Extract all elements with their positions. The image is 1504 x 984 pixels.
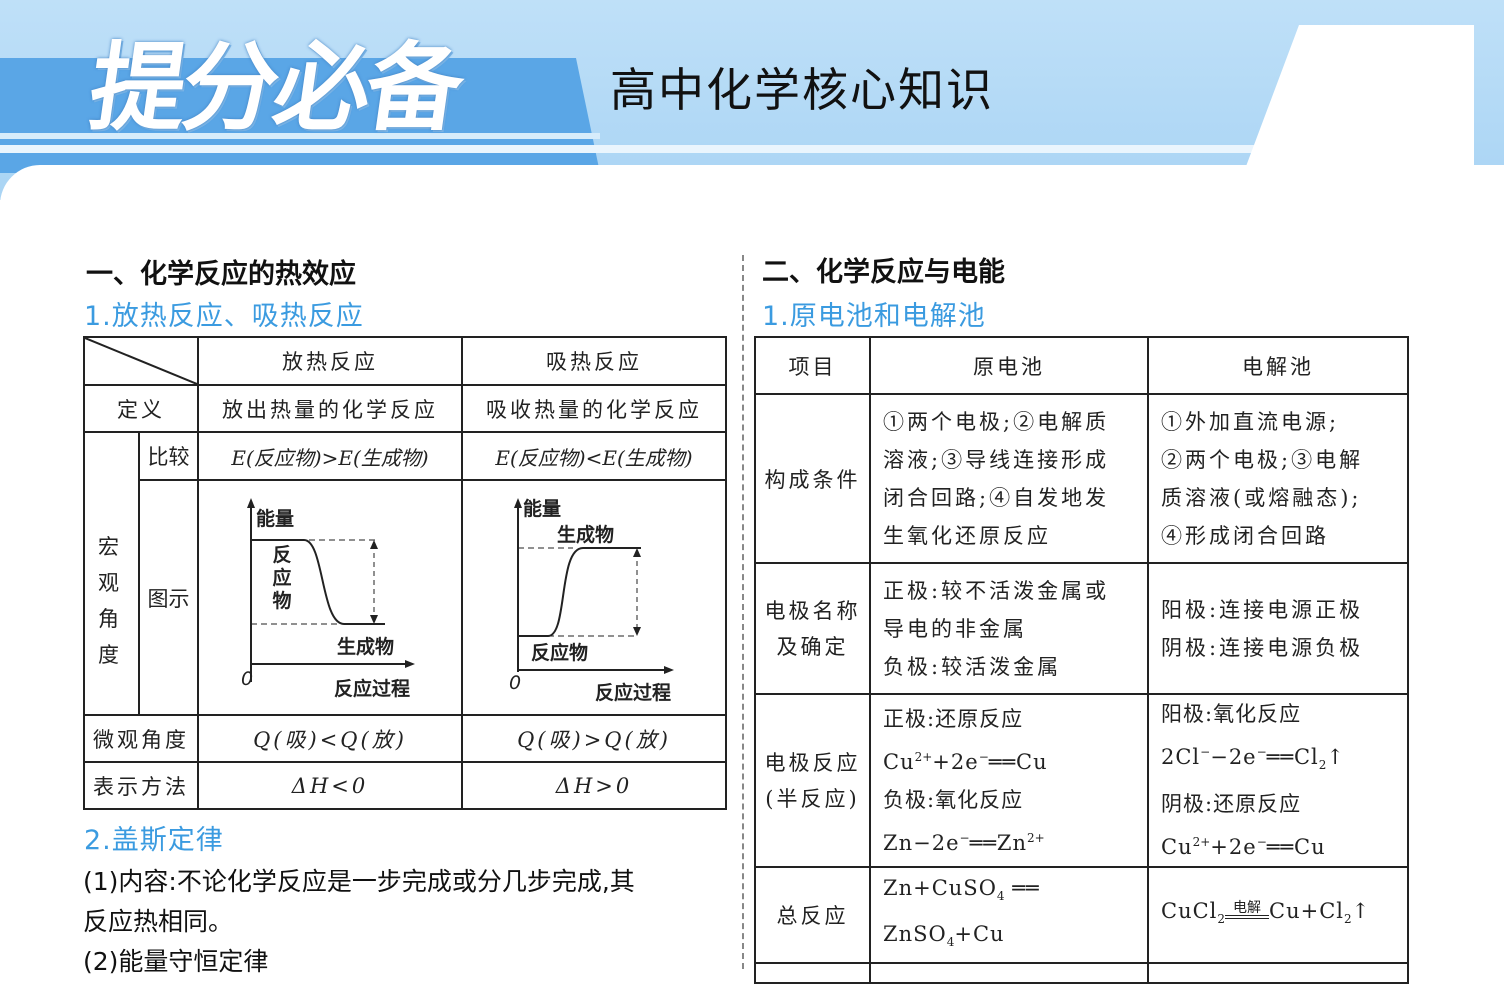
- exothermic-energy-diagram: 能量 反应物 生成物 0 反应过程: [199, 482, 461, 713]
- cell: ΔH>0: [461, 761, 727, 810]
- endothermic-curve: [514, 498, 674, 674]
- endothermic-graph-cell: 能量 生成物 反应物 0 反应过程: [461, 479, 727, 716]
- diagonal-header-cell: [83, 336, 199, 386]
- text-line: ④形成闭合回路: [1161, 523, 1329, 548]
- cell: Q(吸)<Q(放): [197, 714, 463, 763]
- text-line: 阴极:连接电源负极: [1161, 635, 1364, 660]
- origin-label: 0: [509, 672, 522, 694]
- cell: E(反应物)<E(生成物): [461, 431, 727, 481]
- subsection-heading: 2.盖斯定律: [84, 825, 224, 856]
- cell: 阳极:氧化反应 2Cl−−2e−══Cl2↑ 阴极:还原反应 Cu2++2e−═…: [1147, 693, 1409, 868]
- column-header: 电解池: [1147, 336, 1409, 395]
- text-line: 导电的非金属: [883, 616, 1027, 641]
- cell: [754, 962, 871, 984]
- cell: 吸收热量的化学反应: [461, 384, 727, 433]
- subsection-heading: 1.原电池和电解池: [762, 301, 986, 332]
- endothermic-energy-diagram: 能量 生成物 反应物 0 反应过程: [463, 482, 725, 713]
- text-line: 负极:较活泼金属: [883, 654, 1062, 679]
- cell: Zn+CuSO4 ══ ZnSO4+Cu: [869, 866, 1149, 964]
- origin-label: 0: [241, 668, 254, 690]
- text-line: 阳极:氧化反应: [1161, 702, 1302, 727]
- section-heading: 二、化学反应与电能: [762, 257, 1005, 288]
- product-label: 生成物: [557, 524, 615, 546]
- cell: 阳极:连接电源正极 阴极:连接电源负极: [1147, 562, 1409, 695]
- text-line: 正极:较不活泼金属或: [883, 578, 1110, 603]
- heat-effect-table: 放热反应 吸热反应 定义 放出热量的化学反应 吸收热量的化学反应 宏观角度 比较…: [83, 336, 727, 810]
- column-header: 放热反应: [197, 336, 463, 386]
- text-line: 闭合回路;④自发地发: [883, 485, 1110, 510]
- exothermic-curve: [247, 498, 415, 682]
- cell: 放出热量的化学反应: [197, 384, 463, 433]
- cell: Q(吸)>Q(放): [461, 714, 727, 763]
- paragraph: (1)内容:不论化学反应是一步完成或分几步完成,其: [83, 867, 635, 896]
- text-line: 生氧化还原反应: [883, 523, 1051, 548]
- header-banner: 提分必备 高中化学核心知识: [0, 0, 1504, 225]
- cell: [1147, 962, 1409, 984]
- column-divider: [742, 255, 744, 969]
- banner-stripe: [0, 133, 600, 139]
- exothermic-graph-cell: 能量 反应物 生成物 0 反应过程: [197, 479, 463, 716]
- y-axis-label: 能量: [523, 498, 562, 520]
- banner-corner: [1224, 25, 1474, 225]
- cell: 正极:还原反应 Cu2++2e−══Cu 负极:氧化反应 Zn−2e−══Zn2…: [869, 693, 1149, 868]
- row-label: 总反应: [754, 866, 871, 964]
- cell: ①两个电极;②电解质 溶液;③导线连接形成 闭合回路;④自发地发 生氧化还原反应: [869, 393, 1149, 564]
- column-header: 吸热反应: [461, 336, 727, 386]
- x-axis-label: 反应过程: [595, 682, 672, 704]
- cell: 正极:较不活泼金属或 导电的非金属 负极:较活泼金属: [869, 562, 1149, 695]
- row-label: 图示: [138, 479, 199, 716]
- column-header: 项目: [754, 336, 871, 395]
- subsection-heading: 1.放热反应、吸热反应: [84, 301, 364, 332]
- text-line: 负极:氧化反应: [883, 787, 1024, 812]
- electrolysis-condition: 电解: [1225, 901, 1270, 919]
- cell: [869, 962, 1149, 984]
- macro-label: 宏观角度: [98, 534, 125, 667]
- brand-title: 提分必备: [82, 32, 467, 144]
- x-axis-label: 反应过程: [334, 678, 411, 700]
- equation: Cu2++2e−══Cu: [1161, 834, 1326, 859]
- equation: Cu2++2e−══Cu: [883, 749, 1048, 774]
- section-heading: 一、化学反应的热效应: [86, 259, 356, 290]
- row-label: 宏观角度: [83, 431, 140, 716]
- text-line: ①外加直流电源;: [1161, 409, 1340, 434]
- equation: ZnSO4+Cu: [883, 922, 1005, 950]
- reactant-label: 反应物: [272, 544, 292, 612]
- row-label: 电极反应(半反应): [754, 693, 871, 868]
- text-line: 阴极:还原反应: [1161, 791, 1302, 816]
- text-line: ②两个电极;③电解: [1161, 447, 1364, 472]
- row-label: 比较: [138, 431, 199, 481]
- paragraph: (2)能量守恒定律: [83, 947, 269, 976]
- text-line: 阳极:连接电源正极: [1161, 597, 1364, 622]
- reactant-label: 反应物: [531, 642, 589, 664]
- equation: 2Cl−−2e−══Cl2↑: [1161, 745, 1345, 773]
- text-line: 质溶液(或熔融态);: [1161, 485, 1362, 510]
- cell: E(反应物)>E(生成物): [197, 431, 463, 481]
- row-label: 构成条件: [754, 393, 871, 564]
- paragraph: 反应热相同。: [83, 907, 234, 936]
- cell: ①外加直流电源; ②两个电极;③电解 质溶液(或熔融态); ④形成闭合回路: [1147, 393, 1409, 564]
- text-line: ①两个电极;②电解质: [883, 409, 1110, 434]
- y-axis-label: 能量: [256, 508, 295, 530]
- row-label: 电极名称及确定: [754, 562, 871, 695]
- page-subtitle: 高中化学核心知识: [610, 63, 994, 117]
- text-line: 溶液;③导线连接形成: [883, 447, 1110, 472]
- electrochem-table: 项目 原电池 电解池 构成条件 ①两个电极;②电解质 溶液;③导线连接形成 闭合…: [754, 336, 1409, 984]
- row-label: 表示方法: [83, 761, 199, 810]
- row-label: 微观角度: [83, 714, 199, 763]
- column-header: 原电池: [869, 336, 1149, 395]
- text-line: 正极:还原反应: [883, 706, 1024, 731]
- equation: Zn+CuSO4 ══: [883, 875, 1040, 903]
- equation: Zn−2e−══Zn2+: [883, 830, 1045, 855]
- banner-band: [0, 58, 600, 173]
- row-label: 定义: [83, 384, 199, 433]
- product-label: 生成物: [337, 636, 395, 658]
- banner-stripe: [0, 145, 1260, 153]
- cell: ΔH<0: [197, 761, 463, 810]
